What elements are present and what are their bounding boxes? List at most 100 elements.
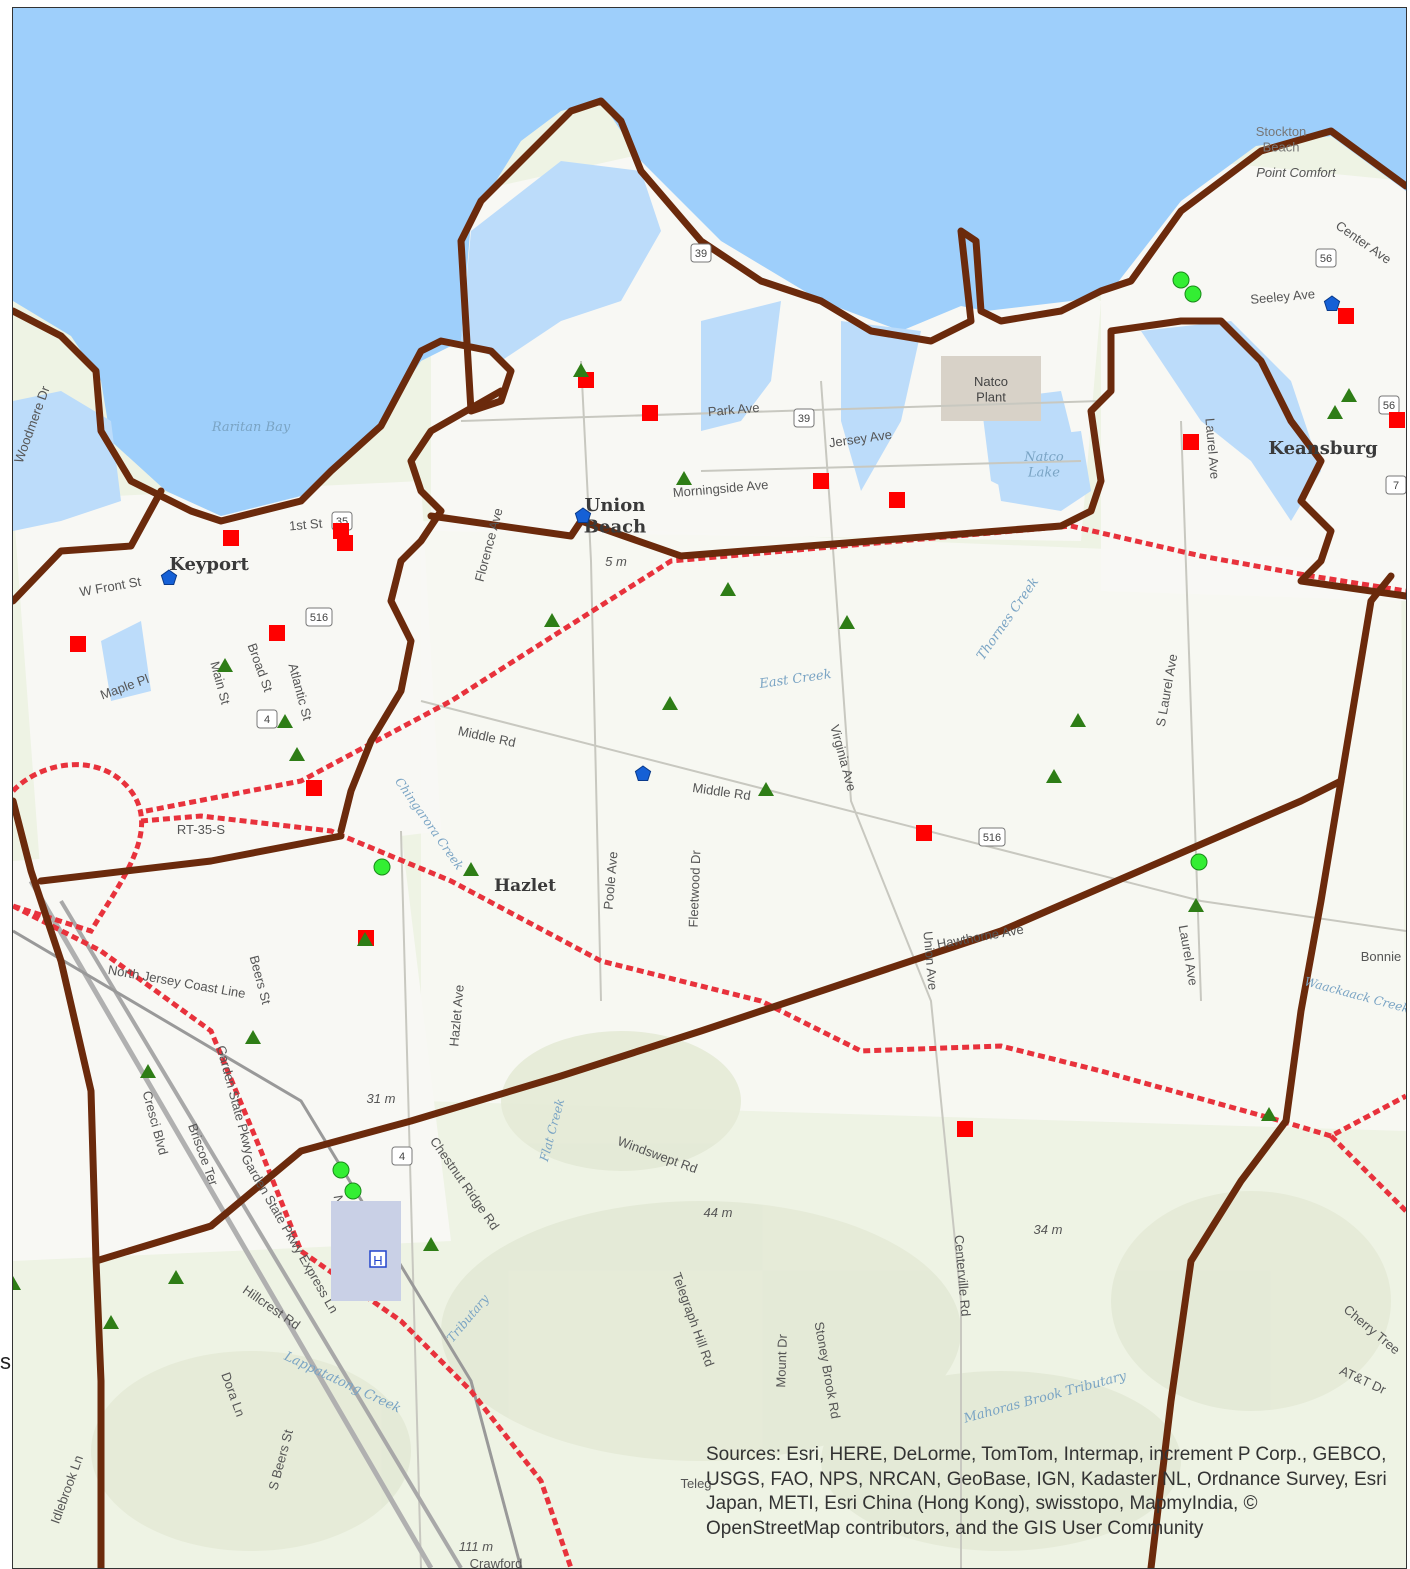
triangle-marker[interactable] — [839, 615, 855, 629]
map-attribution: Sources: Esri, HERE, DeLorme, TomTom, In… — [706, 1444, 1387, 1539]
triangle-marker[interactable] — [463, 862, 479, 876]
triangle-marker[interactable] — [357, 932, 373, 946]
route-shield — [978, 827, 1006, 847]
square-marker[interactable] — [889, 492, 905, 508]
pentagon-marker[interactable] — [634, 765, 652, 781]
railway-lines — [13, 523, 1406, 1568]
triangle-marker[interactable] — [1188, 898, 1204, 912]
natco-lake — [991, 431, 1091, 511]
raritan-bay-water — [13, 8, 1406, 516]
triangle-marker[interactable] — [13, 1276, 21, 1290]
route-shield — [391, 1146, 413, 1166]
triangle-marker[interactable] — [277, 714, 293, 728]
route-shield-number: 516 — [310, 612, 328, 624]
triangle-marker[interactable] — [140, 1064, 156, 1078]
triangle-marker[interactable] — [1046, 769, 1062, 783]
keansburg-label: Keansburg — [1268, 438, 1378, 459]
route-shield-number: 516 — [983, 832, 1001, 844]
hospital-area — [331, 1201, 401, 1301]
circle-marker[interactable] — [1190, 853, 1208, 871]
route-shield — [256, 709, 278, 729]
route-shield-number: 39 — [798, 413, 810, 425]
markers[interactable] — [13, 271, 1405, 1329]
square-marker[interactable] — [223, 530, 239, 546]
square-marker[interactable] — [916, 825, 932, 841]
square-marker[interactable] — [1183, 434, 1199, 450]
keyport-label: Keyport — [169, 554, 249, 575]
square-marker[interactable] — [1338, 308, 1354, 324]
triangle-marker[interactable] — [676, 471, 692, 485]
road-label: Bonnie — [1361, 949, 1401, 964]
triangle-marker[interactable] — [758, 782, 774, 796]
triangle-marker[interactable] — [1327, 405, 1343, 419]
square-marker[interactable] — [813, 473, 829, 489]
municipal-boundaries — [13, 97, 1406, 1568]
route-shield-number: 56 — [1383, 400, 1395, 412]
square-marker[interactable] — [269, 625, 285, 641]
route-shield-number: 4 — [264, 714, 270, 726]
circle-marker[interactable] — [1184, 285, 1202, 303]
elevation-label: 31 m — [367, 1091, 396, 1106]
hospital-icon[interactable] — [369, 1250, 387, 1268]
road-label: Poole Ave — [601, 851, 621, 910]
square-marker[interactable] — [70, 636, 86, 652]
road-label: Crawford — [470, 1556, 523, 1568]
triangle-marker[interactable] — [245, 1030, 261, 1044]
circle-marker[interactable] — [373, 858, 391, 876]
triangle-marker[interactable] — [662, 696, 678, 710]
road-label: Fleetwood Dr — [686, 849, 704, 927]
elevation-label: 34 m — [1034, 1222, 1063, 1237]
road-label: 1st St — [288, 516, 323, 534]
route-shield — [305, 607, 333, 627]
point-comfort-label: Point Comfort — [1256, 165, 1337, 180]
triangle-marker[interactable] — [1070, 713, 1086, 727]
elevation-label: 111 m — [459, 1539, 493, 1554]
road-label: Mount Dr — [773, 1333, 790, 1388]
triangle-marker[interactable] — [168, 1270, 184, 1284]
triangle-marker[interactable] — [103, 1315, 119, 1329]
edge-text-fragment: s — [0, 1349, 11, 1374]
road-label: RT-35-S — [177, 822, 225, 837]
route-shield-number: 4 — [399, 1151, 405, 1163]
route-shield-number: 56 — [1320, 253, 1332, 265]
triangle-marker[interactable] — [573, 363, 589, 377]
circle-marker[interactable] — [1172, 271, 1190, 289]
pentagon-marker[interactable] — [574, 507, 592, 523]
triangle-marker[interactable] — [1261, 1107, 1277, 1121]
pentagon-marker[interactable] — [1323, 295, 1341, 311]
route-shield-number: 7 — [1393, 480, 1399, 492]
triangle-marker[interactable] — [544, 613, 560, 627]
circle-marker[interactable] — [344, 1182, 362, 1200]
triangle-marker[interactable] — [1341, 388, 1357, 402]
triangle-marker[interactable] — [217, 658, 233, 672]
square-marker[interactable] — [642, 405, 658, 421]
triangle-marker[interactable] — [289, 747, 305, 761]
square-marker[interactable] — [306, 780, 322, 796]
pentagon-marker[interactable] — [160, 569, 178, 585]
elevation-label: 44 m — [704, 1205, 733, 1220]
circle-marker[interactable] — [332, 1161, 350, 1179]
road-label: Centerville Rd — [951, 1234, 973, 1317]
route-shield — [1385, 475, 1406, 495]
hospital-icon-letter: H — [373, 1253, 382, 1268]
terrain-shading — [91, 1031, 1391, 1551]
raritan-bay-label: Raritan Bay — [211, 420, 291, 435]
road-label: Teleg — [680, 1476, 711, 1491]
square-marker[interactable] — [957, 1121, 973, 1137]
square-marker[interactable] — [1389, 412, 1405, 428]
road-label: Laurel Ave — [1202, 417, 1222, 479]
triangle-marker[interactable] — [720, 582, 736, 596]
square-marker[interactable] — [337, 535, 353, 551]
route-shield — [1315, 248, 1337, 268]
road-label: Union Ave — [920, 931, 940, 991]
triangle-marker[interactable] — [423, 1237, 439, 1251]
natco-plant-area — [941, 356, 1041, 421]
route-shield-number: 39 — [695, 248, 707, 260]
route-shield — [690, 243, 712, 263]
